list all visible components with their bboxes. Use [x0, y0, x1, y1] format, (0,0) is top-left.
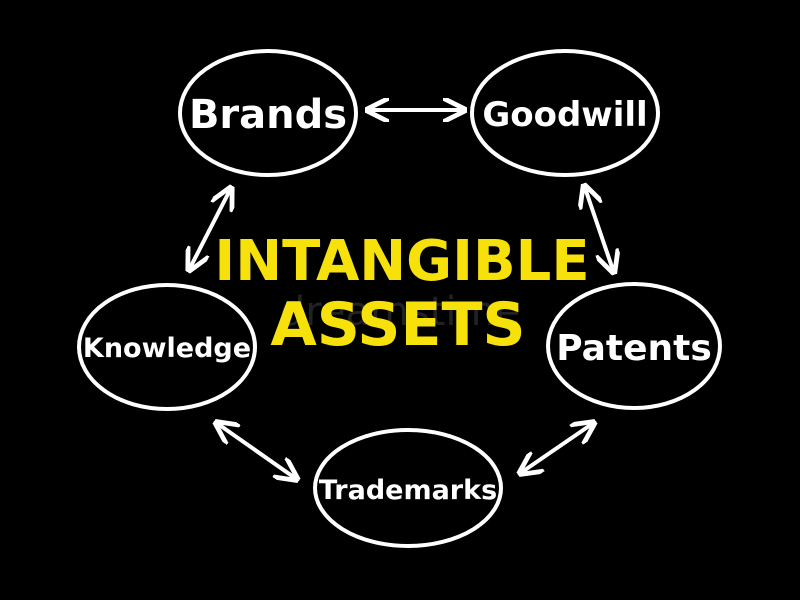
node-knowledge-label: Knowledge [83, 333, 251, 364]
node-goodwill: Goodwill [470, 49, 660, 177]
node-brands-label: Brands [189, 92, 347, 138]
node-goodwill-outline [470, 49, 660, 177]
node-patents-label: Patents [556, 328, 712, 369]
node-knowledge: Knowledge [77, 283, 257, 411]
arrow-patents-trademarks [522, 424, 592, 472]
center-title-line2: ASSETS [270, 290, 525, 360]
node-patents-outline [546, 282, 722, 410]
node-goodwill-label: Goodwill [482, 95, 647, 135]
arrow-goodwill-patents [585, 188, 613, 270]
node-patents: Patents [546, 282, 722, 410]
node-trademarks-outline [313, 428, 503, 548]
center-title: INTANGIBLE ASSETS [214, 229, 589, 360]
node-brands: Brands [178, 49, 358, 177]
node-brands-outline [178, 49, 358, 177]
watermark-text: dreamstime [280, 289, 520, 335]
node-knowledge-outline [77, 283, 257, 411]
arrow-knowledge-brands [190, 190, 230, 268]
arrow-trademarks-knowledge [218, 424, 295, 478]
node-trademarks-label: Trademarks [319, 475, 497, 506]
node-trademarks: Trademarks [313, 428, 503, 548]
center-title-line1: INTANGIBLE [214, 229, 589, 294]
